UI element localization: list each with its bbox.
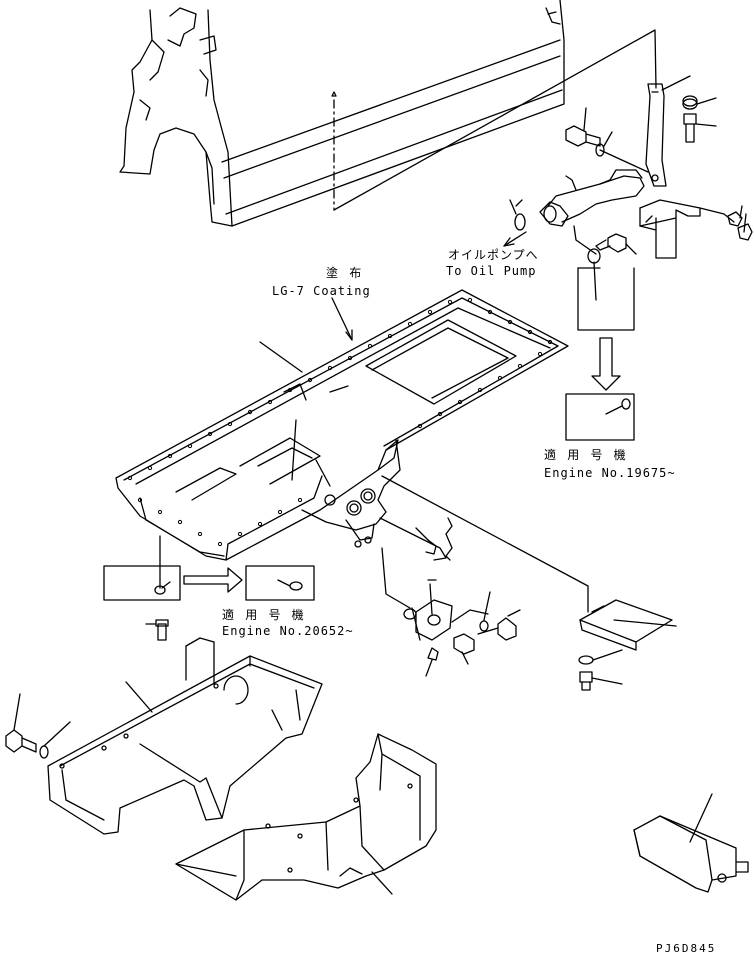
drawing-code: PJ6D845 bbox=[656, 942, 717, 955]
note-upper-jp-label: 適 用 号 機 bbox=[544, 448, 628, 462]
washer-upper bbox=[596, 132, 612, 156]
down-arrow bbox=[592, 338, 620, 390]
pipe-bolt bbox=[596, 234, 636, 254]
right-arrow bbox=[184, 568, 242, 592]
engine-block bbox=[120, 0, 564, 226]
guard-washer bbox=[40, 722, 70, 758]
under-guard bbox=[176, 734, 436, 900]
oil-pump-jp-label: オイルポンプへ bbox=[448, 248, 539, 262]
detail-box-upper bbox=[578, 249, 634, 330]
detail-box-lower bbox=[566, 394, 634, 440]
oil-pump-arrow bbox=[504, 232, 526, 246]
lower-bolt bbox=[580, 672, 622, 690]
nut-right bbox=[728, 212, 752, 240]
guard-bolt bbox=[6, 694, 36, 752]
oil-pan bbox=[116, 290, 568, 560]
washer-nut bbox=[683, 96, 716, 109]
o-ring bbox=[510, 200, 525, 230]
lower-washer bbox=[579, 650, 622, 664]
sensor-group bbox=[380, 518, 520, 676]
detail-box-right bbox=[246, 566, 314, 600]
coating-en-label: LG-7 Coating bbox=[272, 284, 371, 298]
oil-pump-en-label: To Oil Pump bbox=[446, 264, 537, 278]
drain-bolt bbox=[146, 620, 168, 640]
pan-guard bbox=[48, 638, 322, 834]
oil-pipe bbox=[540, 170, 644, 254]
coating-jp-label: 塗 布 bbox=[326, 266, 364, 280]
pipe-support bbox=[640, 200, 734, 258]
bolt-upper bbox=[566, 108, 600, 146]
detail-box-left bbox=[104, 566, 180, 600]
note-upper-en-label: Engine No.19675~ bbox=[544, 466, 676, 480]
flange-holes bbox=[128, 298, 551, 545]
dowel-pin bbox=[332, 92, 336, 96]
note-lower-en-label: Engine No.20652~ bbox=[222, 624, 354, 638]
bolt-right bbox=[684, 114, 716, 142]
bracket-small bbox=[634, 794, 748, 892]
coating-leader bbox=[332, 298, 352, 340]
lower-bracket bbox=[580, 600, 672, 650]
pipe-bracket bbox=[646, 84, 666, 186]
note-lower-jp-label: 適 用 号 機 bbox=[222, 608, 306, 622]
